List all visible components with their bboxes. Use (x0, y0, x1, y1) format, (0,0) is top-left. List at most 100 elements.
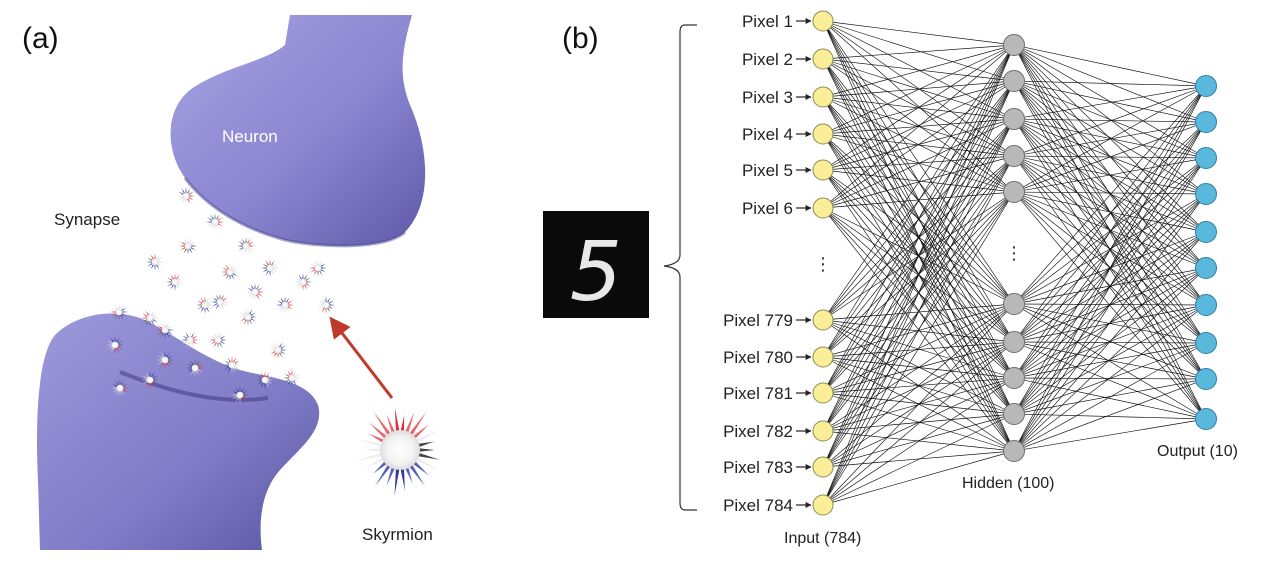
network-edge (822, 303, 1015, 506)
input-node (812, 10, 834, 32)
network-edge (1013, 193, 1207, 305)
hidden-node (1003, 367, 1025, 389)
skyrmion-particle (283, 369, 301, 387)
network-edge (822, 303, 1015, 432)
network-edge (1013, 341, 1207, 420)
network-edge (822, 20, 1015, 82)
input-node (812, 346, 834, 368)
skyrmion-particle (309, 259, 327, 277)
network-edge (822, 155, 1015, 506)
output-node (1195, 221, 1217, 243)
skyrmion-particle (209, 331, 227, 349)
network-edge (822, 118, 1015, 209)
input-ellipsis: ⋮ (814, 254, 832, 274)
input-node (812, 123, 834, 145)
pixel-label: Pixel 2 (742, 50, 793, 69)
network-edge (1013, 342, 1207, 452)
network-edge (822, 44, 1015, 98)
network-edge (822, 80, 1015, 209)
network-connections (822, 20, 1207, 506)
neuron-label: Neuron (222, 127, 278, 146)
input-bracket (663, 24, 697, 511)
network-edge (1013, 341, 1207, 344)
skyrmion-particle (196, 296, 214, 314)
network-edge (1013, 85, 1207, 193)
skyrmion-particle (181, 331, 199, 349)
output-node (1195, 332, 1217, 354)
hidden-node (1003, 34, 1025, 56)
input-node (812, 48, 834, 70)
pixel-label: Pixel 1 (742, 12, 793, 31)
big-skyrmion-icon (351, 403, 444, 500)
skyrmion-particle (276, 296, 294, 314)
network-edge (1013, 85, 1207, 415)
skyrmion-particle (206, 213, 224, 231)
network-edge (1013, 80, 1207, 269)
network-edge (1013, 118, 1207, 269)
network-edge (822, 44, 1015, 321)
network-edge (1013, 155, 1207, 306)
network-edge (822, 44, 1015, 60)
network-edge (822, 377, 1015, 506)
skyrmion-particle (110, 303, 128, 321)
output-node (1195, 294, 1217, 316)
network-edge (1013, 80, 1207, 87)
input-node (812, 159, 834, 181)
input-layer-label: Input (784) (784, 530, 861, 547)
network-edge (822, 20, 1015, 415)
network-edge (1013, 191, 1207, 420)
input-node (812, 494, 834, 516)
network-edge (822, 20, 1015, 46)
input-node (812, 309, 834, 331)
network-edge (1013, 44, 1207, 87)
network-edge (1013, 85, 1207, 452)
skyrmion-particle (186, 359, 204, 377)
skyrmion-particle (317, 296, 335, 314)
skyrmion-particle (156, 351, 174, 369)
input-node (812, 456, 834, 478)
network-edge (822, 80, 1015, 468)
output-node (1195, 408, 1217, 430)
network-edge (1013, 418, 1207, 452)
skyrmion-particle (111, 379, 129, 397)
panel-b-label: (b) (562, 22, 599, 55)
network-edge (822, 20, 1015, 193)
output-layer-label: Output (10) (1157, 443, 1238, 460)
output-node (1195, 257, 1217, 279)
panel-a-label: (a) (22, 22, 59, 55)
network-edge (1013, 85, 1207, 343)
skyrmion-particle (239, 308, 257, 326)
network-edge (1013, 378, 1207, 452)
network-edge (822, 44, 1015, 394)
hidden-node (1003, 293, 1025, 315)
network-edge (1013, 121, 1207, 305)
skyrmion-label: Skyrmion (362, 525, 433, 544)
neuron-upper-shape (170, 15, 426, 246)
skyrmion-particle (177, 187, 195, 205)
hidden-ellipsis: ⋮ (1005, 243, 1023, 263)
skyrmion-particle (269, 341, 287, 359)
network-edge (1013, 231, 1207, 452)
network-edge (1013, 191, 1207, 269)
output-node (1195, 183, 1217, 205)
pixel-label: Pixel 6 (742, 199, 793, 218)
skyrmion-particle (146, 253, 164, 271)
network-edge (822, 44, 1015, 506)
network-edge (1013, 118, 1207, 195)
network-nodes (812, 10, 1217, 516)
network-edge (1013, 80, 1207, 159)
input-node (812, 420, 834, 442)
hidden-node (1003, 331, 1025, 353)
panel-a: (a) Neuron Synapse Skyrmion (22, 15, 444, 550)
network-edge (1013, 118, 1207, 159)
input-node (812, 382, 834, 404)
output-node (1195, 75, 1217, 97)
pixel-label: Pixel 780 (723, 348, 793, 367)
network-edge (822, 341, 1015, 432)
network-edge (822, 413, 1015, 468)
network-edge (822, 118, 1015, 506)
network-edge (1013, 85, 1207, 379)
